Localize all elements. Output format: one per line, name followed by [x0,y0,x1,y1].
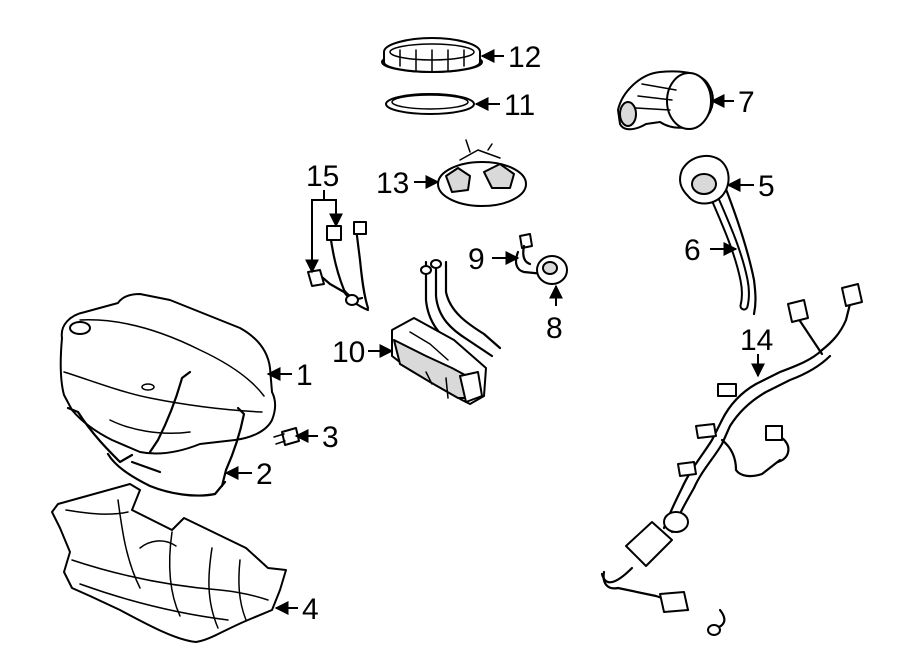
callout-6: 6 [684,234,701,267]
callout-labels: 1 2 3 4 5 6 7 8 9 10 11 12 13 14 15 [256,41,775,626]
filler-housing-part [617,70,714,131]
leader-lines [224,49,765,615]
lock-ring-part [381,37,483,73]
callout-11: 11 [504,89,535,122]
callout-13: 13 [376,167,409,200]
wiring-harness-part [600,283,863,636]
callout-1: 1 [296,359,313,392]
callout-7: 7 [738,86,755,119]
bolt-part [273,427,300,446]
callout-12: 12 [508,41,541,74]
callout-5: 5 [758,170,775,203]
callout-3: 3 [322,421,339,454]
callout-8: 8 [546,312,563,345]
fuel-filter-part [536,255,568,285]
callout-9: 9 [468,243,485,276]
callout-10: 10 [332,336,365,369]
callout-15: 15 [306,160,339,193]
pump-flange-part [437,139,527,207]
fuel-tank-part [59,293,276,455]
sending-unit-wire-part [307,221,370,312]
filler-pipe-part [679,154,757,316]
callout-2: 2 [256,458,273,491]
callout-4: 4 [302,593,319,626]
seal-part [385,93,475,115]
skid-plate-part [51,483,287,643]
callout-14: 14 [740,324,773,357]
fuel-pump-module-part [391,259,502,405]
